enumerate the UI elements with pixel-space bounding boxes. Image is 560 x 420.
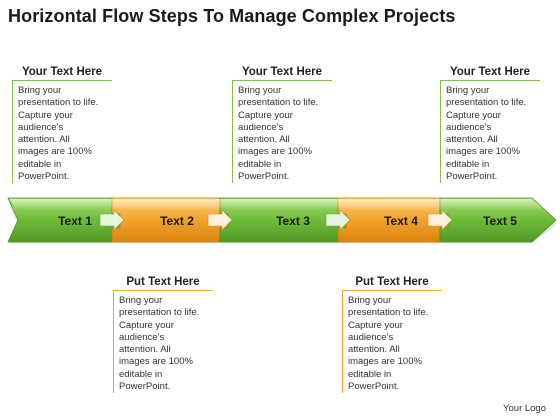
callout-line: images are 100%	[18, 146, 92, 158]
callout-line: Bring your	[348, 295, 392, 306]
callout-body: Bring your presentation to life. Capture…	[440, 81, 546, 184]
callout-line: images are 100%	[119, 356, 193, 368]
connector-arrow-icon	[207, 209, 233, 231]
callout-line: Bring your	[18, 85, 62, 96]
callout-line: editable in	[238, 158, 282, 170]
callout-box-2: Put Text Here Bring your presentation to…	[113, 276, 213, 394]
callout-line: attention. All	[18, 134, 70, 146]
callout-body: Bring your presentation to life. Capture…	[342, 291, 448, 394]
callout-line: PowerPoint.	[446, 171, 498, 183]
page-title: Horizontal Flow Steps To Manage Complex …	[8, 6, 456, 26]
callout-heading: Your Text Here	[232, 66, 332, 81]
callout-line: attention. All	[446, 134, 498, 146]
flow-step-3-label: Text 3	[276, 214, 310, 228]
callout-heading: Your Text Here	[12, 66, 112, 81]
callout-heading: Put Text Here	[113, 276, 213, 291]
flow-step-5-label: Text 5	[483, 214, 517, 228]
callout-body: Bring your presentation to life. Capture…	[12, 81, 118, 184]
callout-line: editable in	[348, 368, 392, 380]
callout-line: audience’s	[348, 331, 394, 343]
callout-line: audience’s	[446, 121, 492, 133]
connector-arrow-icon	[99, 209, 125, 231]
callout-line: presentation to life.	[238, 97, 319, 109]
callout-line: Capture your	[348, 319, 403, 331]
callout-line: editable in	[446, 158, 490, 170]
callout-line: presentation to life.	[18, 97, 99, 109]
callout-line: presentation to life.	[446, 97, 527, 109]
logo-placeholder: Your Logo	[503, 403, 546, 414]
callout-line: Capture your	[446, 109, 501, 121]
callout-line: audience’s	[238, 121, 284, 133]
callout-heading: Put Text Here	[342, 276, 442, 291]
callout-line: audience’s	[119, 331, 165, 343]
callout-heading: Your Text Here	[440, 66, 540, 81]
callout-line: PowerPoint.	[348, 381, 400, 393]
callout-line: Bring your	[238, 85, 282, 96]
callout-line: Capture your	[238, 109, 293, 121]
callout-line: presentation to life.	[348, 307, 429, 319]
callout-line: PowerPoint.	[238, 171, 290, 183]
callout-line: images are 100%	[446, 146, 520, 158]
callout-line: editable in	[18, 158, 62, 170]
callout-line: editable in	[119, 368, 163, 380]
callout-line: Capture your	[119, 319, 174, 331]
callout-line: Capture your	[18, 109, 73, 121]
callout-line: audience’s	[18, 121, 64, 133]
connector-arrow-icon	[427, 209, 453, 231]
flow-step-2-label: Text 2	[160, 214, 194, 228]
flow-step-4-label: Text 4	[384, 214, 418, 228]
callout-body: Bring your presentation to life. Capture…	[113, 291, 219, 394]
callout-box-5: Your Text Here Bring your presentation t…	[440, 66, 540, 184]
callout-body: Bring your presentation to life. Capture…	[232, 81, 338, 184]
callout-line: attention. All	[238, 134, 290, 146]
callout-line: PowerPoint.	[18, 171, 70, 183]
callout-line: attention. All	[348, 344, 400, 356]
callout-line: Bring your	[119, 295, 163, 306]
callout-line: PowerPoint.	[119, 381, 171, 393]
callout-box-1: Your Text Here Bring your presentation t…	[12, 66, 112, 184]
callout-box-3: Your Text Here Bring your presentation t…	[232, 66, 332, 184]
callout-box-4: Put Text Here Bring your presentation to…	[342, 276, 442, 394]
callout-line: attention. All	[119, 344, 171, 356]
callout-line: images are 100%	[348, 356, 422, 368]
flow-step-1-label: Text 1	[58, 214, 92, 228]
connector-arrow-icon	[325, 209, 351, 231]
callout-line: Bring your	[446, 85, 490, 96]
callout-line: presentation to life.	[119, 307, 200, 319]
callout-line: images are 100%	[238, 146, 312, 158]
